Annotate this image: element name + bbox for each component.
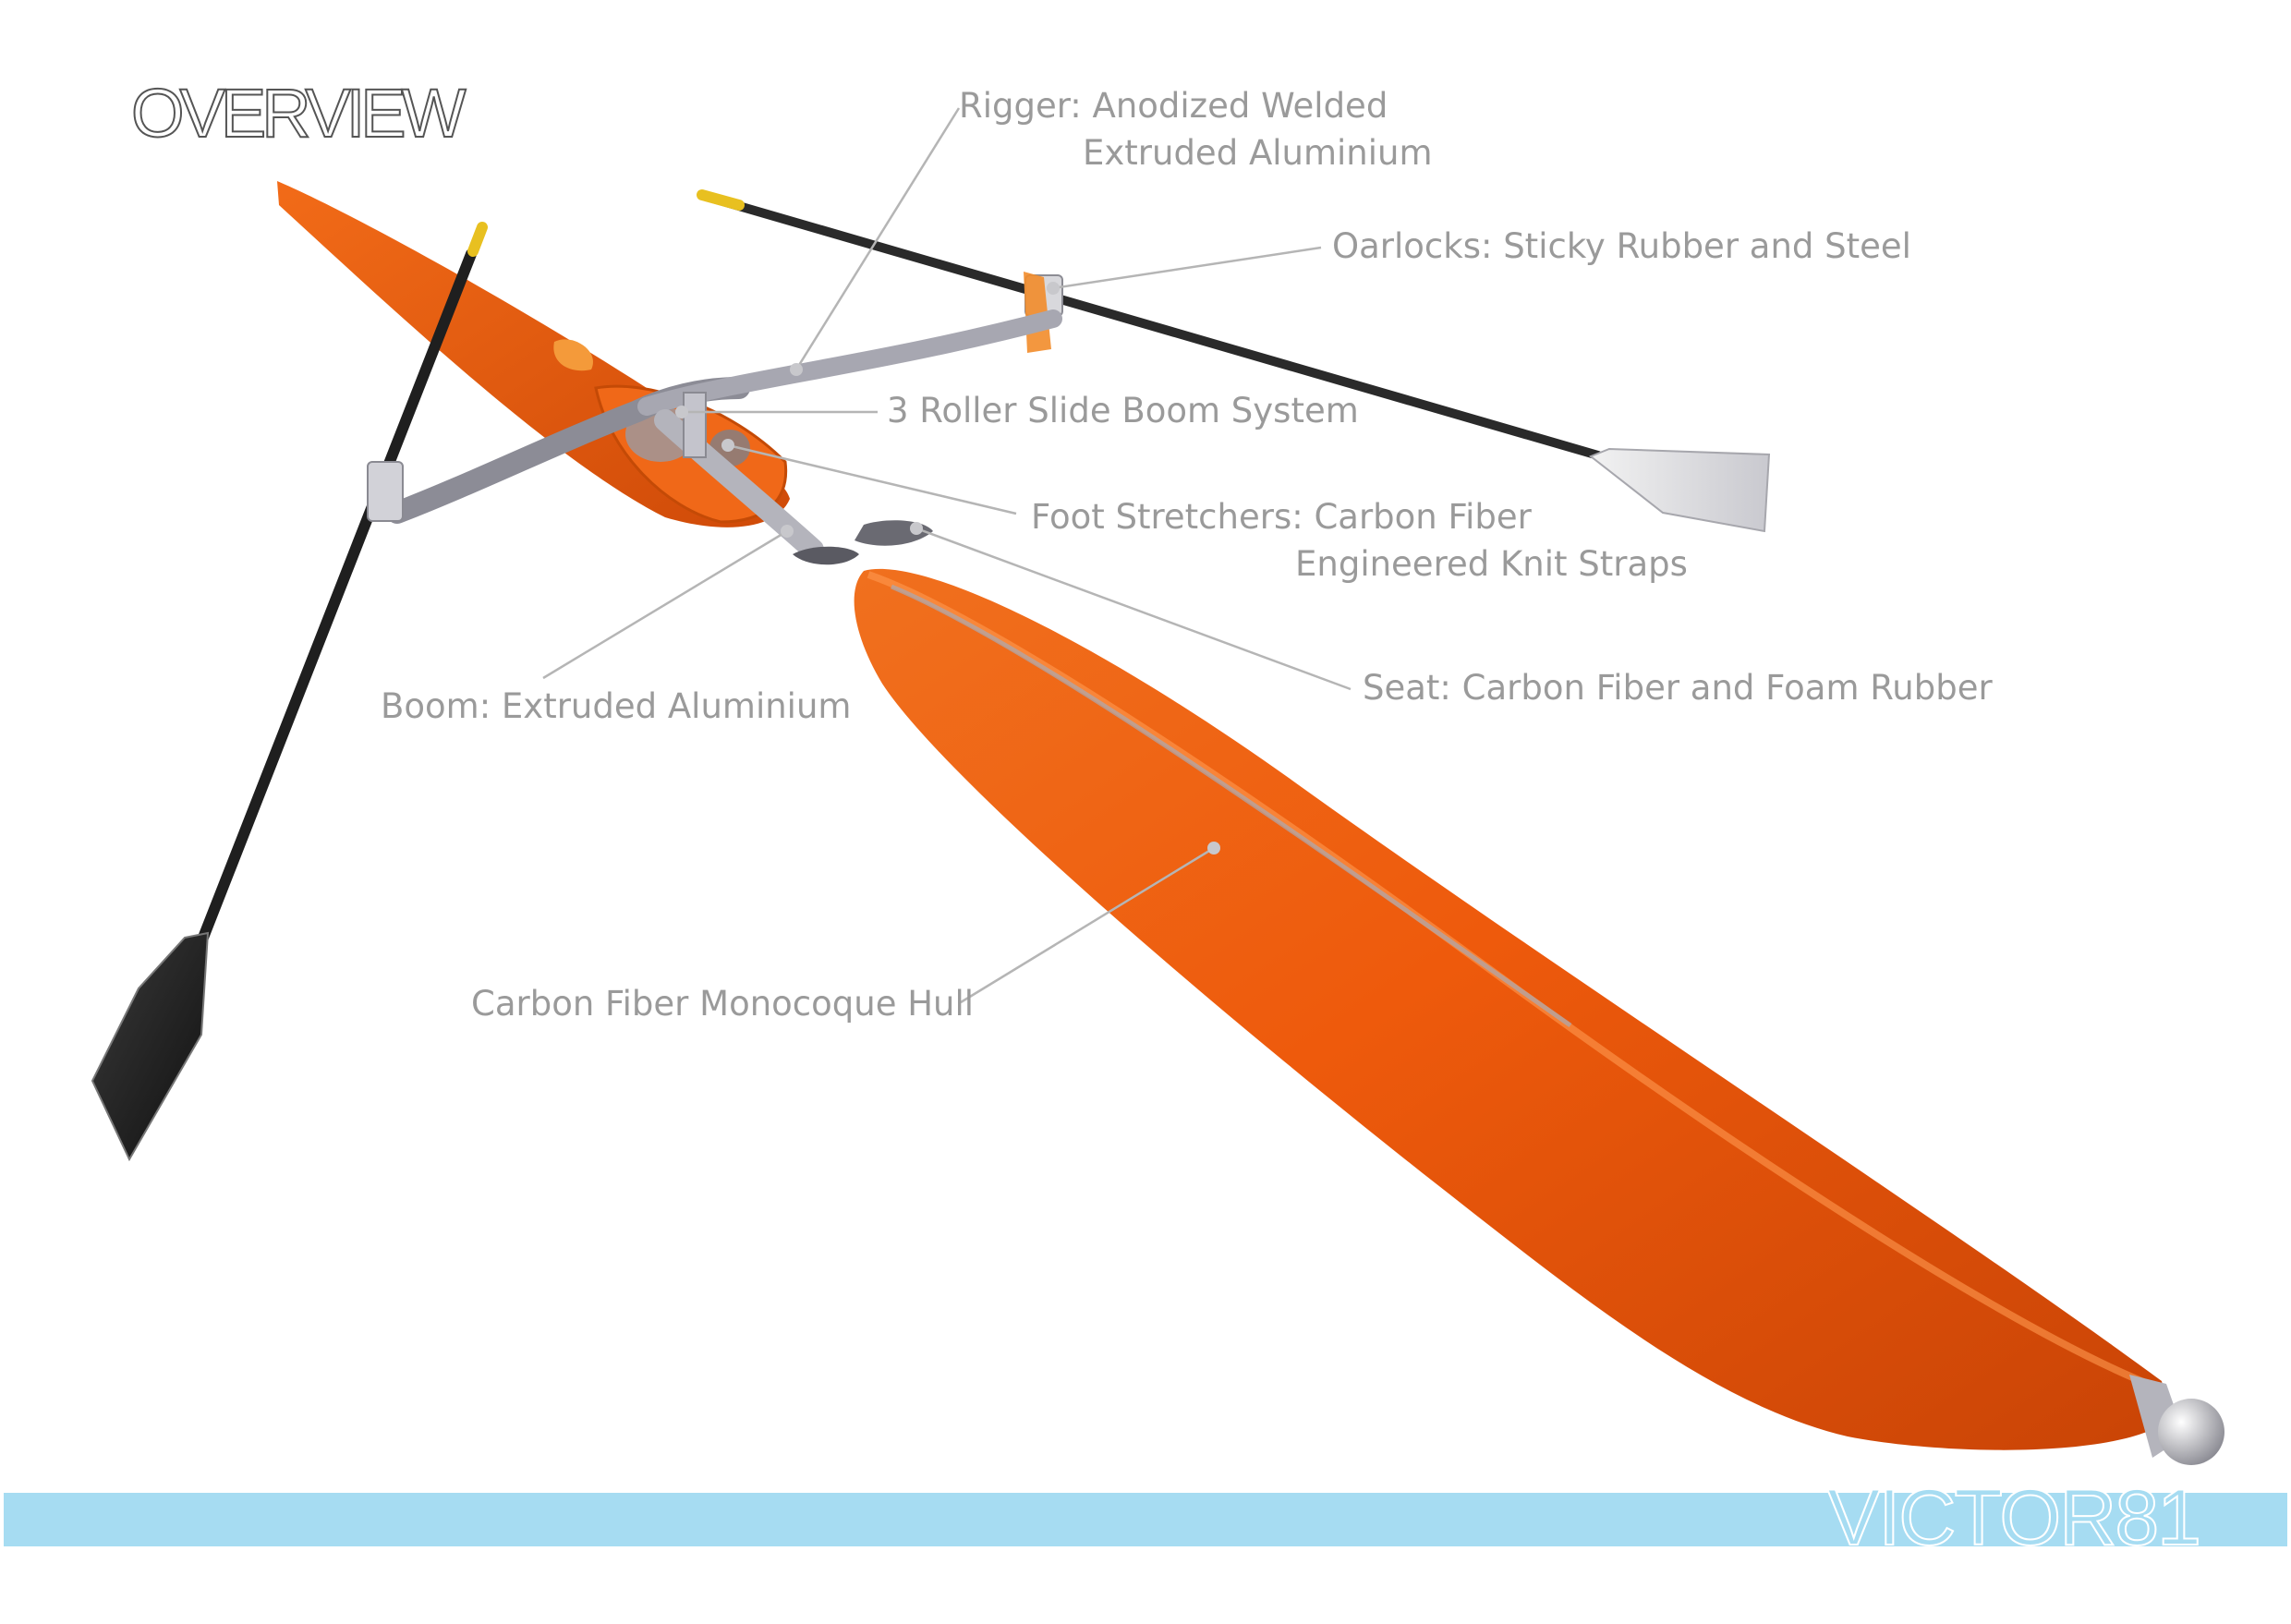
dot-hull [1207, 842, 1220, 854]
rigger-assembly [386, 309, 1062, 565]
hull-gunwale [891, 584, 1572, 1028]
dot-boom [781, 525, 794, 538]
callout-foot-line1: Foot Stretchers: Carbon Fiber [1031, 497, 1532, 537]
leader-foot [727, 443, 1017, 515]
callout-rigger-line1: Rigger: Anodized Welded [959, 86, 1388, 126]
page-title: OVERVIEW [130, 75, 467, 151]
callout-roller: 3 Roller Slide Boom System [887, 391, 1359, 430]
footer-bar [4, 1493, 2287, 1546]
dot-roller [675, 406, 688, 418]
boom-post [683, 392, 707, 458]
left-oar-grip [467, 222, 488, 257]
left-oar-blade [91, 931, 210, 1162]
seat-support [793, 546, 859, 565]
leader-boom [542, 529, 788, 680]
callout-hull: Carbon Fiber Monocoque Hull [471, 984, 975, 1024]
leader-seat [915, 527, 1352, 691]
leader-rigger [794, 107, 961, 370]
hull-body [854, 568, 2172, 1450]
dot-oarlocks [1047, 282, 1060, 295]
right-oar-shaft [699, 191, 1603, 460]
callout-foot-line2: Engineered Knit Straps [1295, 544, 1688, 584]
leader-oarlocks [1052, 246, 1322, 290]
callout-boom: Boom: Extruded Aluminium [381, 686, 852, 726]
bow-fin [553, 339, 593, 371]
dot-foot [721, 439, 734, 452]
left-oar [91, 222, 488, 1162]
right-oar-blade [1589, 447, 1771, 533]
callout-rigger-line2: Extruded Aluminium [1083, 133, 1433, 173]
brand-logo: VICTOR81 [1826, 1473, 2202, 1562]
callout-seat: Seat: Carbon Fiber and Foam Rubber [1363, 668, 1993, 708]
leader-hull [960, 846, 1215, 1004]
right-oar-grip [697, 189, 745, 211]
dot-seat [910, 522, 923, 535]
hull-stern [854, 568, 2224, 1465]
left-oar-shaft [196, 248, 477, 948]
left-oarlock [367, 461, 404, 522]
leader-lines [542, 107, 1352, 1004]
dot-rigger [790, 363, 803, 376]
callout-oarlocks: Oarlocks: Sticky Rubber and Steel [1332, 226, 1911, 266]
stern-bow-ball [2158, 1399, 2224, 1465]
boom [654, 409, 824, 561]
